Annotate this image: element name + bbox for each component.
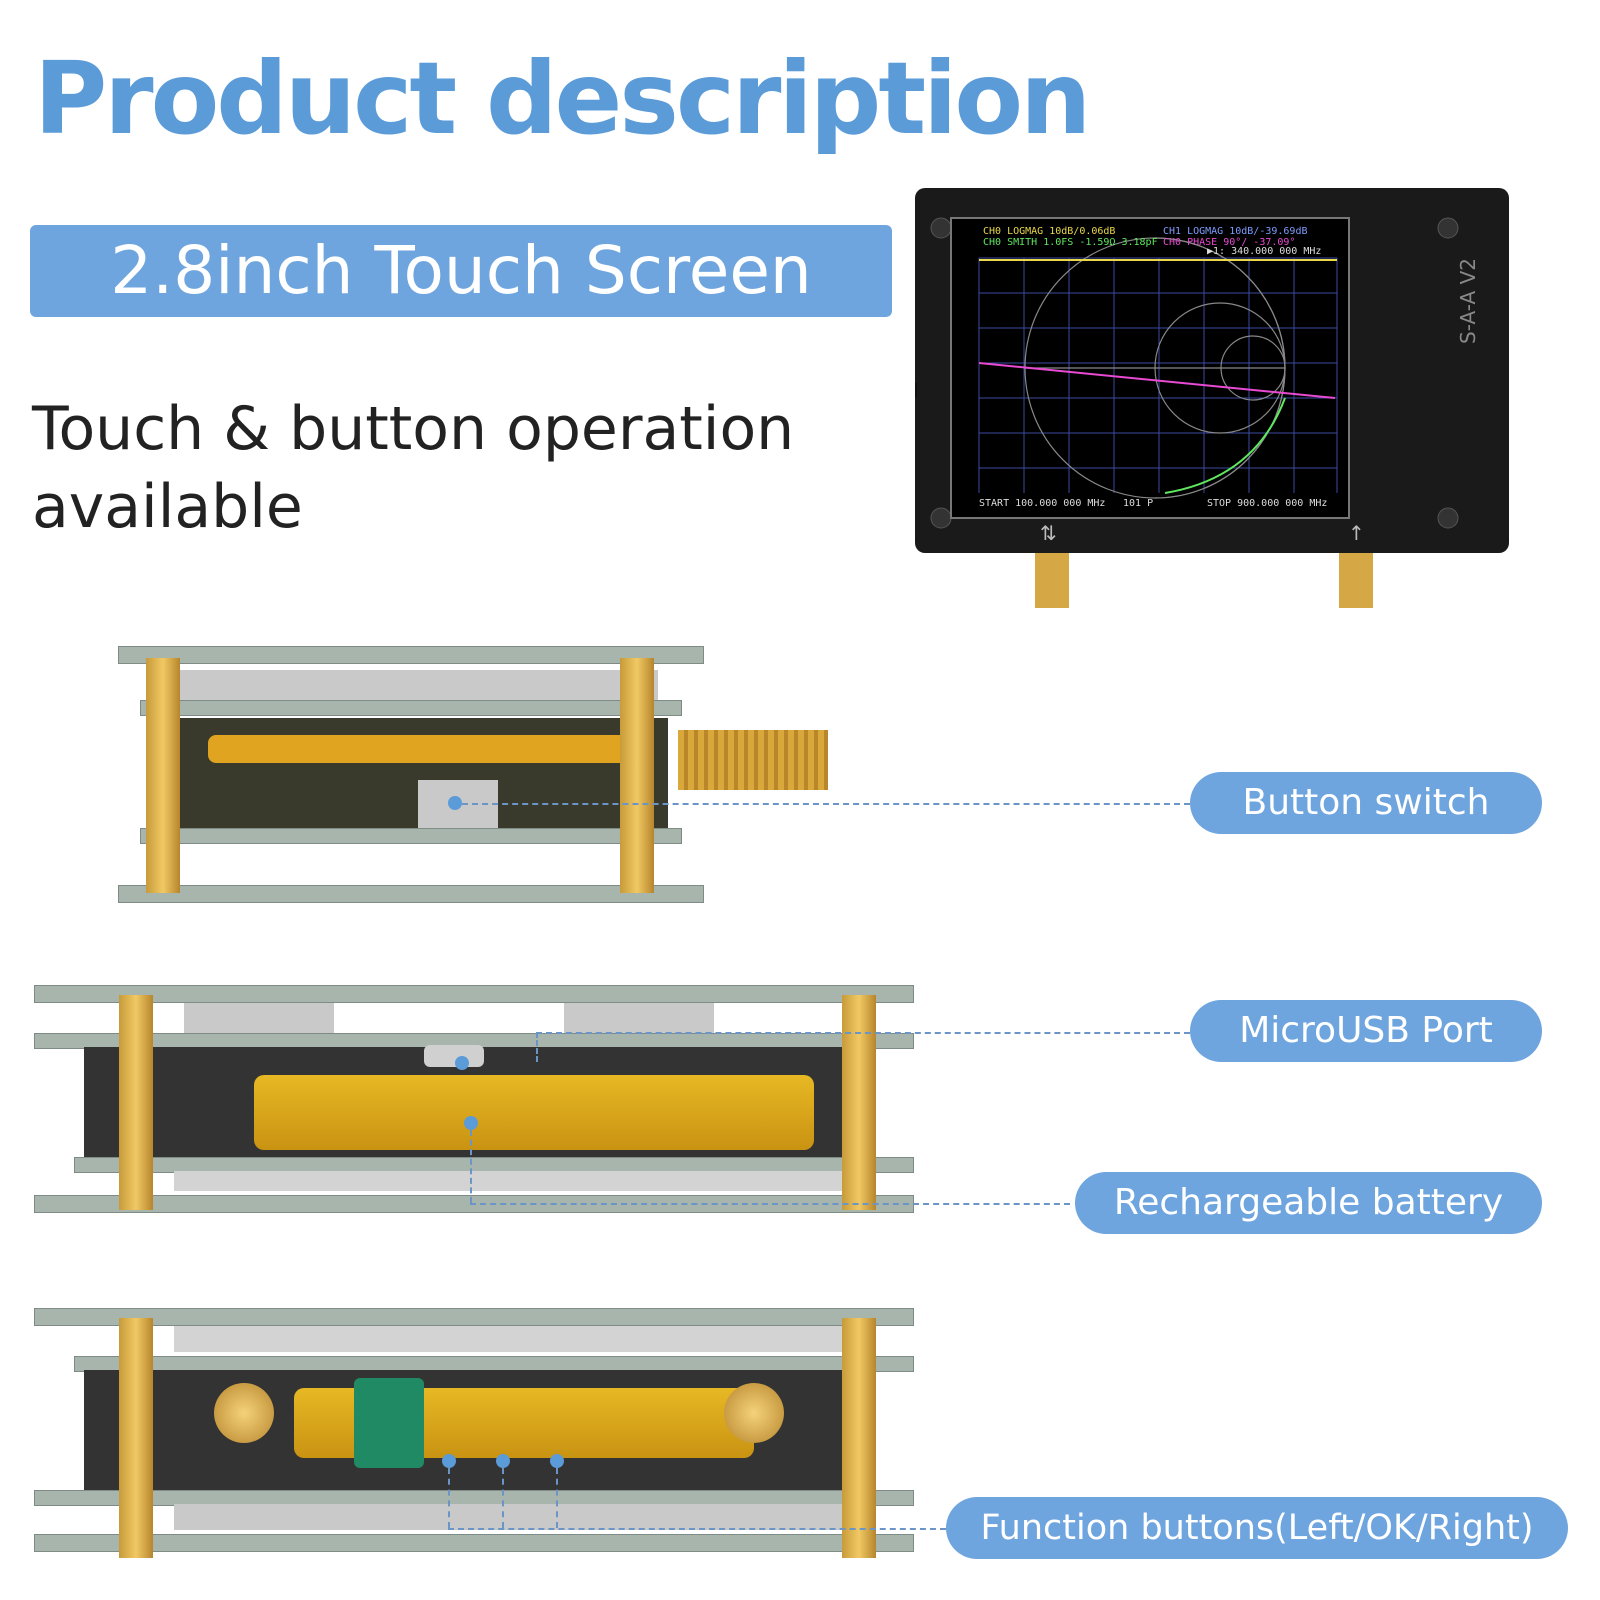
- leader-line-function-buttons: [448, 1528, 946, 1530]
- device-illustration: ⇅ ↑ S-A-A V2 CH0 LOGMAG 10: [901, 188, 1509, 608]
- button-right-marker: [550, 1454, 564, 1468]
- board-side-view-1: [118, 640, 828, 925]
- screen-line-2-right: CH0 PHASE 90°/ -37.09°: [1163, 237, 1295, 248]
- callout-microusb-port: MicroUSB Port: [1190, 1000, 1542, 1062]
- subtitle-line-2: available: [32, 472, 303, 542]
- switch-marker: [448, 796, 462, 810]
- usb-marker: [455, 1056, 469, 1070]
- screen-footer-start: START 100.000 000 MHz: [979, 498, 1105, 509]
- port-arrow-icon: ⇅: [1040, 521, 1057, 545]
- screw-icon: [930, 217, 952, 239]
- screen-footer-stop: STOP 900.000 000 MHz: [1207, 498, 1327, 509]
- screen-footer-points: 101 P: [1123, 498, 1153, 509]
- screen-grid: [978, 257, 1338, 493]
- device-front-view: ⇅ ↑ S-A-A V2 CH0 LOGMAG 10: [901, 188, 1515, 628]
- board-side-view-2: [34, 985, 914, 1230]
- screen-line-1-right: CH1 LOGMAG 10dB/-39.69dB: [1163, 226, 1308, 237]
- callout-function-buttons: Function buttons(Left/OK/Right): [946, 1497, 1568, 1559]
- subtitle-line-1: Touch & button operation: [32, 394, 795, 464]
- leader-line-battery: [470, 1203, 1070, 1205]
- side-switch: [901, 383, 917, 397]
- screen-line-3-right: ▶1: 340.000 000 MHz: [1207, 246, 1321, 257]
- screw-icon: [1437, 507, 1459, 529]
- screw-icon: [930, 507, 952, 529]
- screen-line-2-left: CH0 SMITH 1.0FS -1.59Ω 3.18pF: [983, 237, 1158, 248]
- battery-marker: [464, 1116, 478, 1130]
- button-left-marker: [442, 1454, 456, 1468]
- button-ok-marker: [496, 1454, 510, 1468]
- board-side-view-3: [34, 1308, 914, 1578]
- port-arrow-icon: ↑: [1348, 521, 1365, 545]
- trace-phase: [978, 362, 1336, 399]
- page-title: Product description: [34, 40, 1091, 157]
- leader-line-button-switch: [462, 803, 1190, 805]
- callout-button-switch: Button switch: [1190, 772, 1542, 834]
- screen-line-1-left: CH0 LOGMAG 10dB/0.06dB: [983, 226, 1115, 237]
- callout-rechargeable-battery: Rechargeable battery: [1075, 1172, 1542, 1234]
- screw-icon: [1437, 217, 1459, 239]
- brand-label: S-A-A V2: [1456, 258, 1480, 344]
- subtitle: Touch & button operation available: [32, 390, 852, 546]
- trace-smith: [1164, 397, 1286, 494]
- leader-line-microusb: [536, 1032, 1190, 1034]
- feature-banner: 2.8inch Touch Screen: [30, 225, 892, 317]
- feature-text: 2.8inch Touch Screen: [110, 232, 812, 309]
- smith-chart: [1024, 237, 1286, 499]
